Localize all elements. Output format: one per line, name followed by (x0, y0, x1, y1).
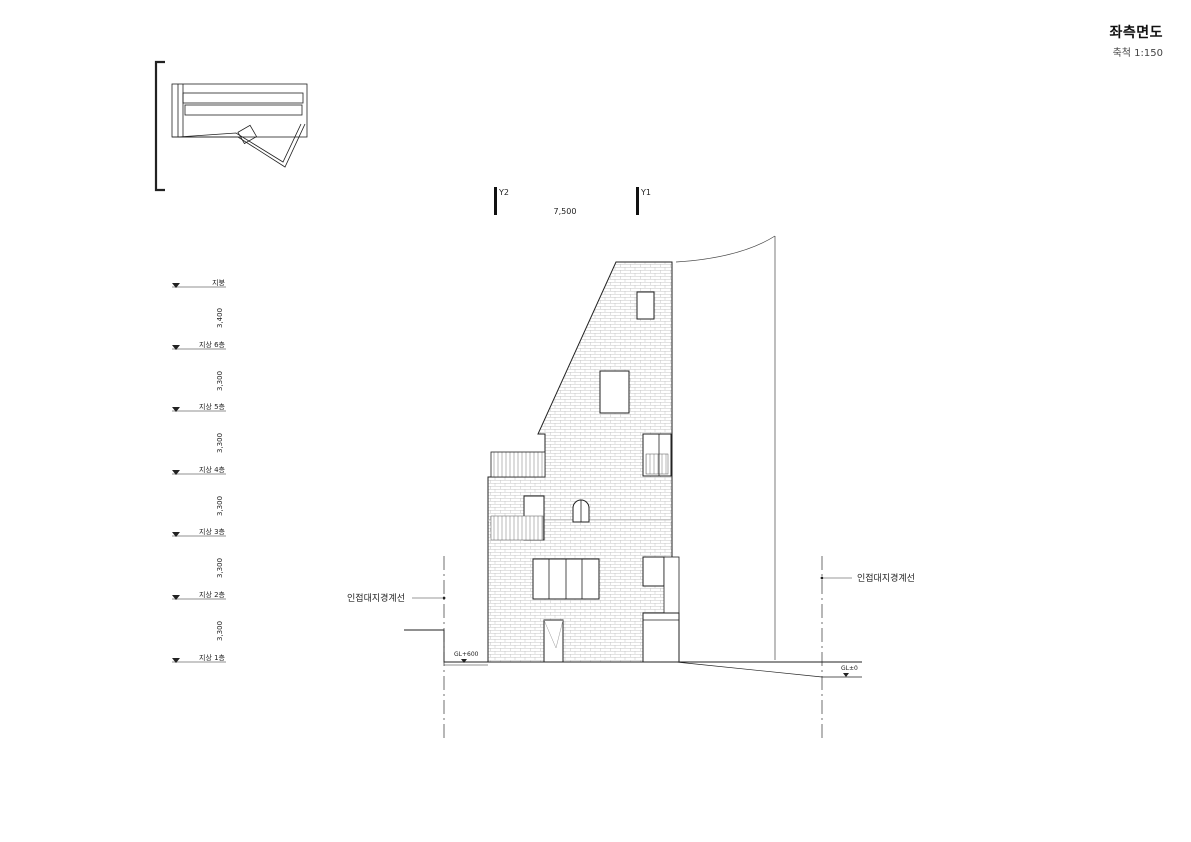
window-roof-level (636, 291, 655, 320)
key-plan-bracket (154, 60, 165, 192)
level-label-3f: 지상 3층 (199, 527, 226, 536)
drawing-title: 좌측면도 (1109, 25, 1163, 41)
axis-marker-y2 (494, 187, 497, 215)
level-dimension: 3,300 (216, 433, 224, 453)
ground-line-left (404, 629, 488, 663)
level-dimension: 3,400 (216, 308, 224, 328)
level-dimension: 3,300 (216, 558, 224, 578)
entrance-canopy (642, 612, 680, 663)
level-markers: 지붕 3,400 지상 6층 3,300 지상 5층 3,300 지상 4층 3… (172, 278, 226, 663)
ground-lines (404, 629, 862, 678)
side-projection (663, 556, 680, 614)
level-label-4f: 지상 4층 (199, 465, 226, 474)
adjacent-building-outline (675, 235, 776, 660)
level-dimension: 3,300 (216, 621, 224, 641)
boundary-leader-dot (820, 576, 824, 580)
ground-mark-left: GL+600 (454, 651, 479, 658)
drawing-scale: 축척 1:150 (1112, 48, 1163, 59)
key-plan (154, 60, 308, 192)
axis-label-y2: Y2 (498, 188, 509, 197)
balcony-railing (490, 515, 544, 541)
key-plan-marker (237, 124, 258, 145)
boundary-leader-dot (442, 596, 446, 600)
axis-label-y1: Y1 (640, 188, 651, 197)
window-6f (599, 370, 630, 414)
level-label-6f: 지상 6층 (199, 340, 226, 349)
level-dimension: 3,300 (216, 371, 224, 391)
boundary-label-left: 인접대지경계선 (347, 592, 405, 604)
property-boundaries: 인접대지경계선 인접대지경계선 (347, 556, 915, 742)
boundary-label-right: 인접대지경계선 (857, 572, 915, 584)
title-block: 좌측면도 축척 1:150 (1109, 22, 1163, 59)
level-label-roof: 지붕 (212, 278, 225, 287)
level-label-1f: 지상 1층 (199, 653, 226, 662)
terrace-railing (490, 451, 546, 478)
ground-mark-right: GL±0 (841, 665, 858, 672)
ground-marks: GL+600 GL±0 (454, 651, 858, 677)
building-elevation (487, 261, 680, 663)
level-label-5f: 지상 5층 (199, 402, 226, 411)
level-dimension: 3,300 (216, 496, 224, 516)
balcony-railing (645, 453, 669, 475)
axis-span-dimension: 7,500 (554, 207, 577, 216)
level-label-2f: 지상 2층 (199, 590, 226, 599)
window-3f-side (642, 556, 665, 587)
axis-marker-y1 (636, 187, 639, 215)
grid-axes: Y2 Y1 7,500 (494, 187, 651, 216)
